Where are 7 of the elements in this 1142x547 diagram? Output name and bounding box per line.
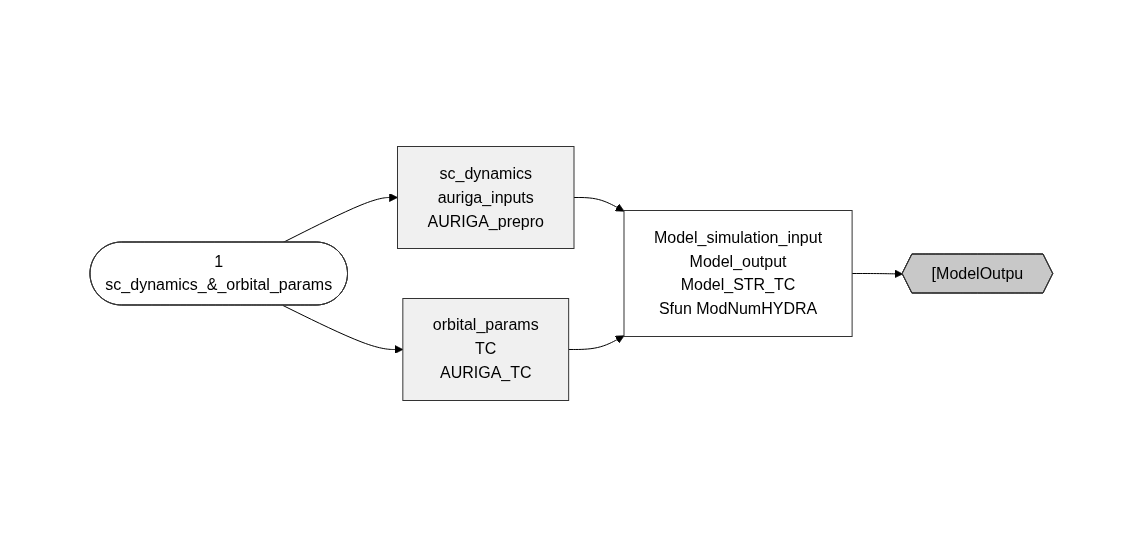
arrow [851,269,903,279]
node-box: sc_dynamics auriga_inputs AURIGA_prepro [396,146,575,249]
arrow [282,305,403,354]
arrow [567,335,624,350]
node-box: orbital_params TC AURIGA_TC [401,298,569,401]
arrow [573,197,624,212]
node-box: Model_simulation_input Model_output Model_STR_TC Sfun ModNumHYDRA [623,210,853,337]
